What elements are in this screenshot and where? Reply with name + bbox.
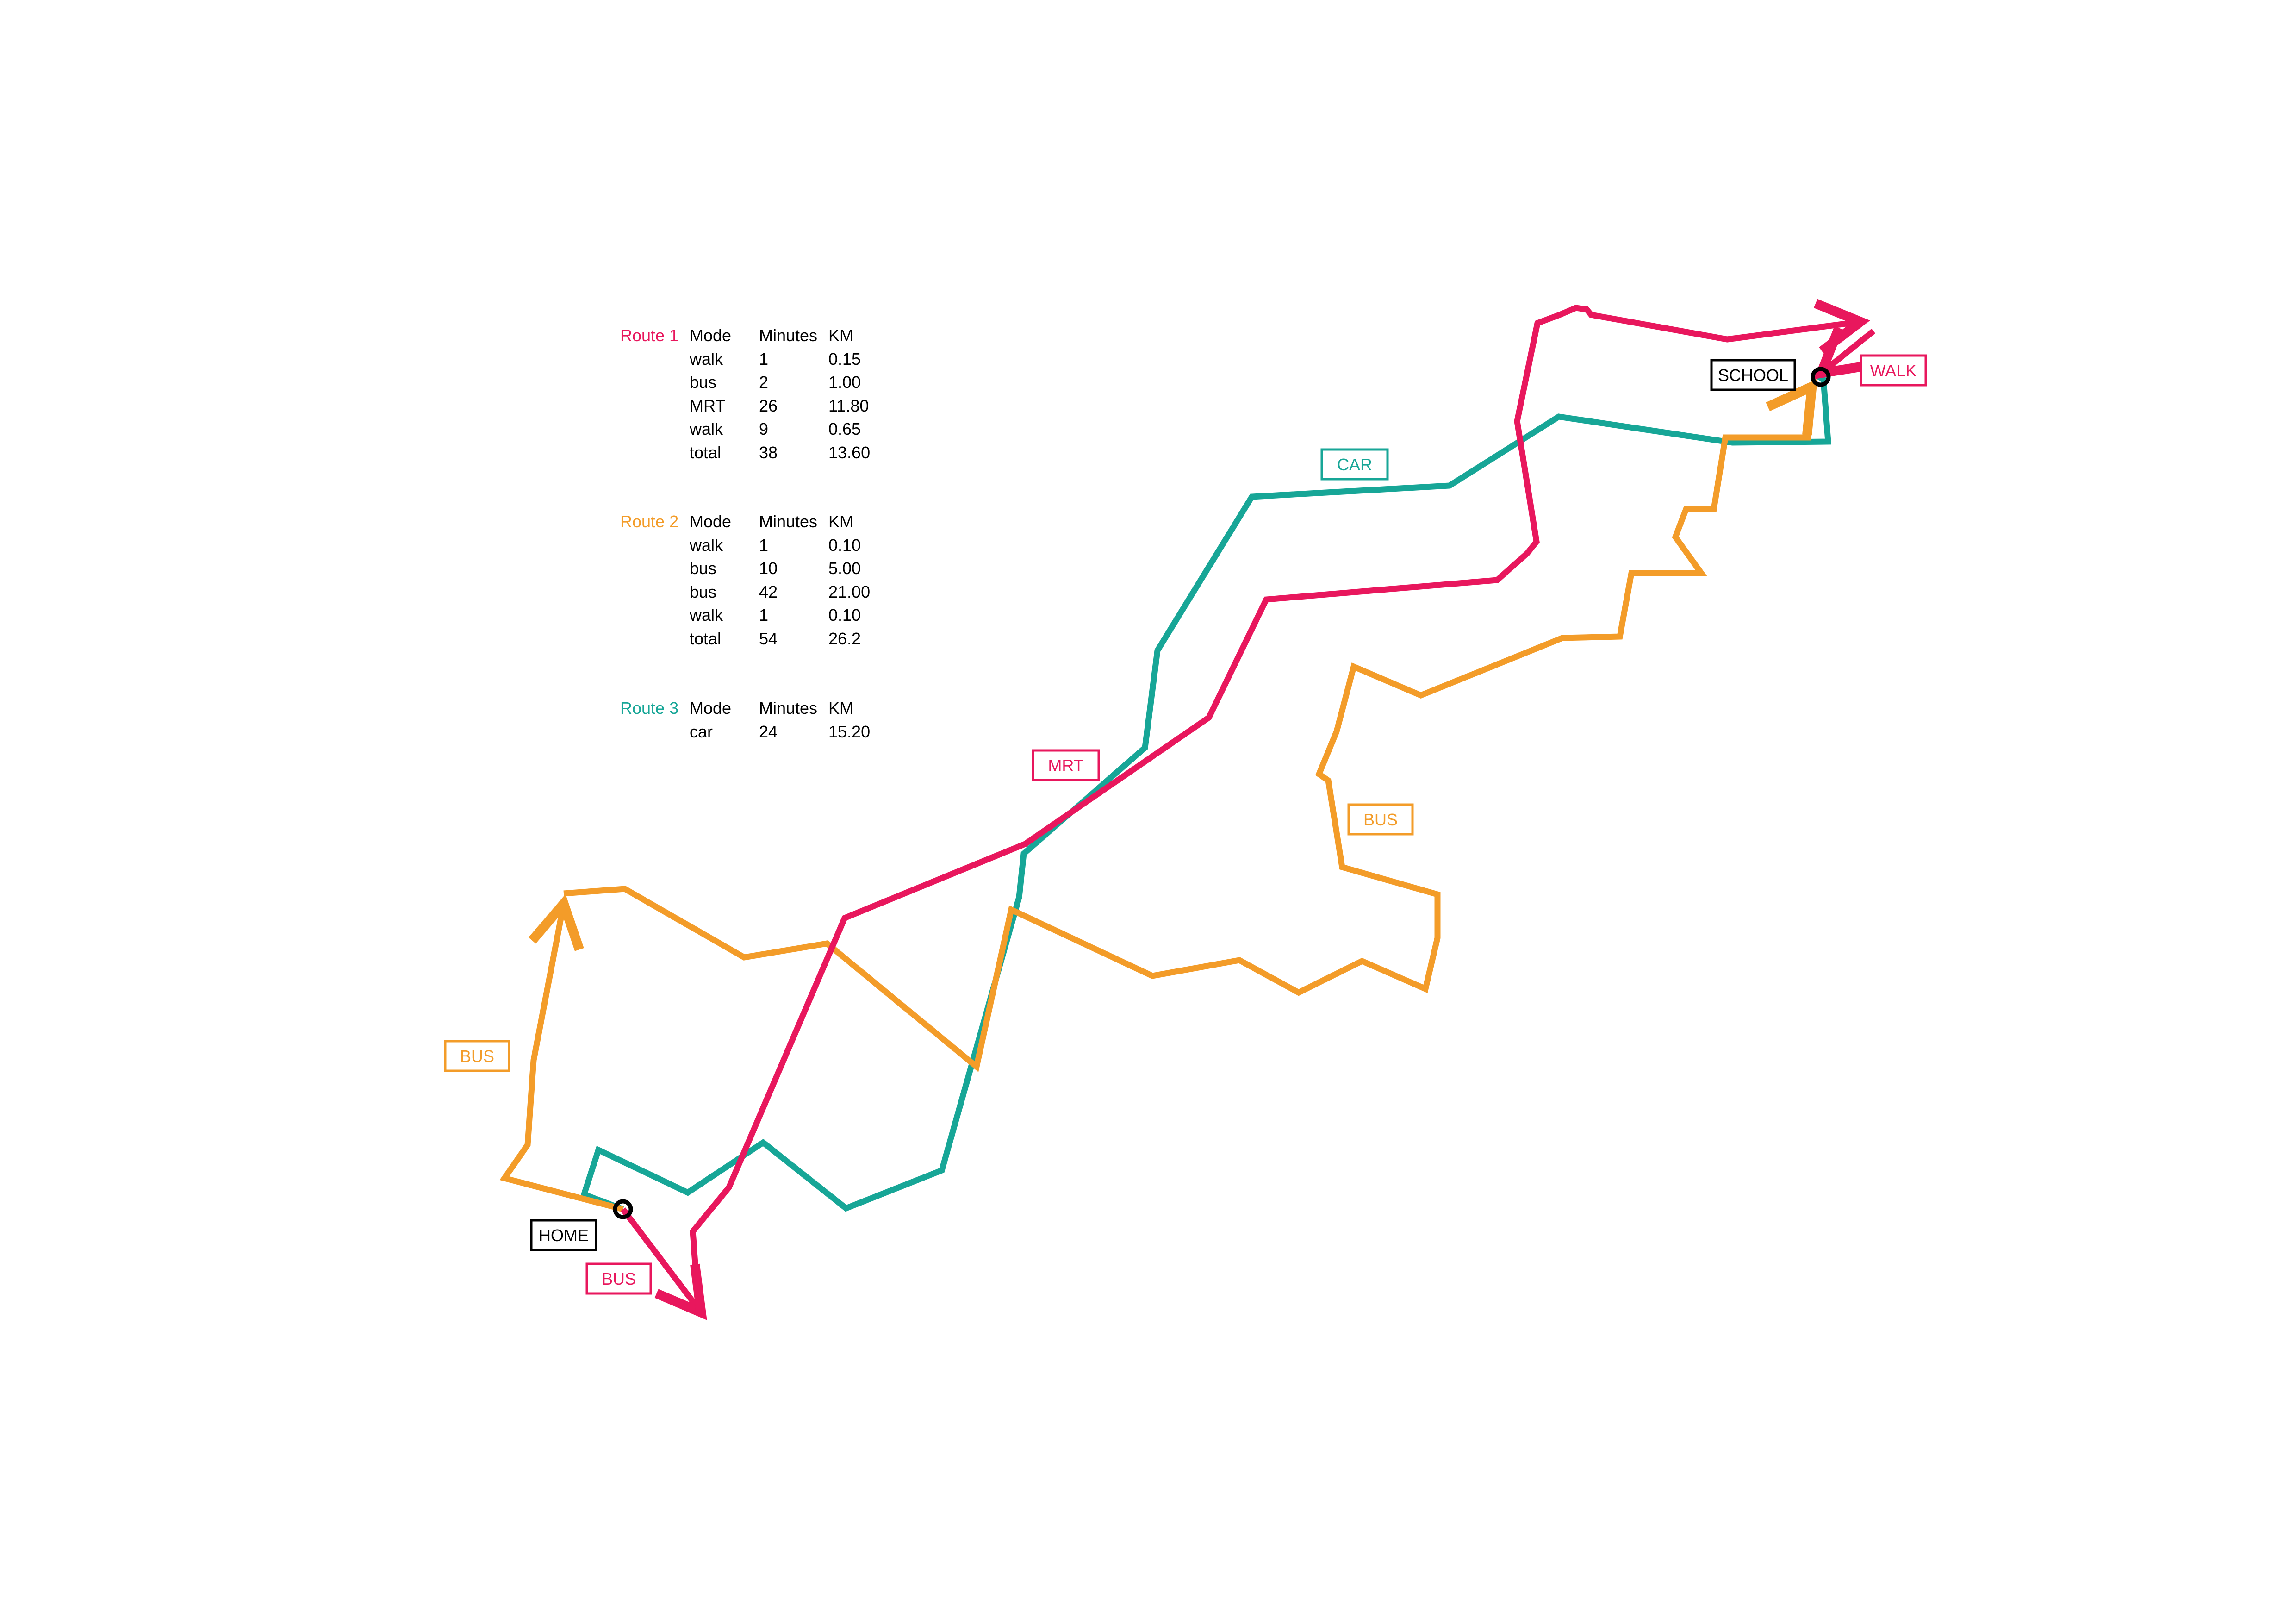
route3-name: Route 3 <box>620 699 679 718</box>
route1-mrt-label: MRT <box>1048 756 1083 775</box>
home-marker <box>613 1199 633 1219</box>
row-minutes: 2 <box>759 373 769 392</box>
row-km: 21.00 <box>828 582 871 601</box>
route1-table: Route 1 Mode Minutes KM walk 1 0.15 bus … <box>620 324 870 464</box>
route1-bus-path <box>620 1207 707 1320</box>
route3-car-label-box: CAR <box>1320 448 1389 481</box>
route3-car-label: CAR <box>1337 455 1372 474</box>
row-minutes: 54 <box>759 629 778 648</box>
route1-walk-path <box>1813 326 1876 380</box>
table-row: bus 2 1.00 <box>620 371 870 394</box>
home-label: HOME <box>539 1226 589 1245</box>
table-row: bus 42 21.00 <box>620 581 870 604</box>
table-row: walk 1 0.10 <box>620 604 870 627</box>
row-km: 0.65 <box>828 419 861 438</box>
row-mode: walk <box>690 349 723 369</box>
school-marker <box>1811 367 1831 387</box>
row-mode: walk <box>690 535 723 555</box>
route1-walk-label: WALK <box>1870 361 1917 380</box>
route3-table: Route 3 Mode Minutes KM car 24 15.20 <box>620 697 870 743</box>
row-mode: bus <box>690 582 717 601</box>
route2-bus-path-2 <box>563 378 1818 1072</box>
row-km: 0.10 <box>828 606 861 625</box>
route1-name: Route 1 <box>620 326 679 345</box>
row-km: 0.10 <box>828 535 861 555</box>
table-row: walk 1 0.10 <box>620 534 870 557</box>
row-km: 0.15 <box>828 349 861 369</box>
row-mode: walk <box>690 606 723 625</box>
row-km: 5.00 <box>828 559 861 578</box>
table-row: walk 9 0.65 <box>620 418 870 441</box>
row-km: 1.00 <box>828 373 861 392</box>
route3-header-km: KM <box>828 699 853 718</box>
table-row: bus 10 5.00 <box>620 557 870 581</box>
row-mode: total <box>690 443 722 462</box>
row-mode: bus <box>690 559 717 578</box>
row-minutes: 24 <box>759 722 778 741</box>
row-mode: MRT <box>690 396 726 415</box>
row-minutes: 10 <box>759 559 778 578</box>
row-minutes: 9 <box>759 419 769 438</box>
route1-bus-label-box: BUS <box>585 1262 652 1295</box>
row-minutes: 1 <box>759 349 769 369</box>
route3-header-mode: Mode <box>690 699 732 718</box>
table-row: car 24 15.20 <box>620 720 870 744</box>
row-minutes: 1 <box>759 606 769 625</box>
row-mode: bus <box>690 373 717 392</box>
row-km: 13.60 <box>828 443 871 462</box>
route1-header-km: KM <box>828 326 853 345</box>
row-mode: total <box>690 629 722 648</box>
row-mode: car <box>690 722 713 741</box>
route2-bus-label-2: BUS <box>1363 810 1398 829</box>
row-minutes: 38 <box>759 443 778 462</box>
route1-mrt-path <box>690 299 1870 1315</box>
table-row: total 38 13.60 <box>620 441 870 465</box>
row-km: 15.20 <box>828 722 871 741</box>
route2-name: Route 2 <box>620 512 679 531</box>
row-km: 26.2 <box>828 629 861 648</box>
row-minutes: 26 <box>759 396 778 415</box>
table-row: total 54 26.2 <box>620 627 870 651</box>
table-row: MRT 26 11.80 <box>620 394 870 418</box>
row-km: 11.80 <box>828 396 869 415</box>
table-row: walk 1 0.15 <box>620 348 870 371</box>
route2-bus-path <box>499 894 624 1212</box>
route2-bus-label-1: BUS <box>460 1047 494 1066</box>
route1-mrt-label-box: MRT <box>1032 749 1100 781</box>
route1-header-minutes: Minutes <box>759 326 818 345</box>
row-minutes: 42 <box>759 582 778 601</box>
row-mode: walk <box>690 419 723 438</box>
school-label: SCHOOL <box>1718 366 1788 385</box>
school-label-box: SCHOOL <box>1710 359 1796 391</box>
route3-header-minutes: Minutes <box>759 699 818 718</box>
route2-bus-label-2-box: BUS <box>1347 803 1414 836</box>
route1-header-mode: Mode <box>690 326 732 345</box>
route2-header-minutes: Minutes <box>759 512 818 531</box>
route2-header-km: KM <box>828 512 853 531</box>
row-minutes: 1 <box>759 535 769 555</box>
route2-header-mode: Mode <box>690 512 732 531</box>
home-label-box: HOME <box>530 1219 597 1251</box>
route1-bus-label: BUS <box>602 1269 636 1288</box>
route1-walk-label-box: WALK <box>1860 354 1927 387</box>
route2-bus-label-1-box: BUS <box>444 1040 510 1072</box>
route2-table: Route 2 Mode Minutes KM walk 1 0.10 bus … <box>620 510 870 650</box>
